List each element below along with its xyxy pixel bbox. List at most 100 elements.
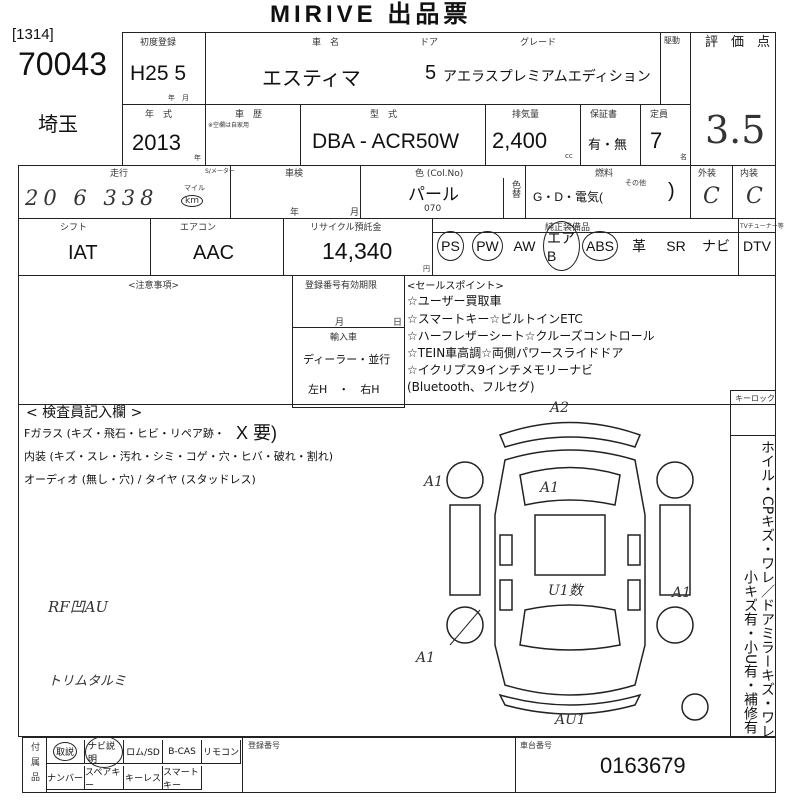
damage-mark: A1 [424, 474, 444, 490]
equipment-label: エアB [543, 221, 580, 271]
equipment-item: DTV [738, 226, 776, 266]
doors: 5 [425, 62, 437, 84]
tuner-label: TVチューナー等 [740, 223, 784, 230]
mileage: 20 6 338 [25, 186, 159, 210]
car-name-label: 車 名 [312, 38, 340, 48]
accessory-label: スマートキー [163, 767, 199, 791]
accessory-label: ナンバー [46, 774, 83, 784]
accessory-label: ロム/SD [126, 748, 160, 758]
lot-prefix: [1314] [12, 26, 54, 43]
history-label: 車 歴 [235, 110, 263, 120]
sales-point: ☆スマートキー☆ビルトインETC [407, 312, 583, 326]
color-label: 色 (Col.No) [415, 169, 464, 179]
ac: AAC [193, 242, 235, 264]
mile-label: マイル [184, 184, 205, 192]
equipment-label: PS [437, 231, 464, 261]
equipment-item: エアB [543, 221, 580, 271]
capacity-unit: 名 [680, 153, 687, 161]
recycle-fee: 14,340 [322, 238, 393, 264]
equipment-label: ABS [581, 231, 618, 261]
reg-expiry-day: 日 [393, 318, 403, 328]
yen-label: 円 [423, 265, 430, 273]
exterior-label: 外装 [698, 169, 717, 179]
handle-side: 左H ・ 右H [308, 383, 380, 396]
equipment-label: SR [666, 238, 686, 254]
recolor-label: 色替 [510, 180, 520, 198]
windshield-replace: X 要) [236, 423, 278, 443]
accessory-label: スペアキー [85, 767, 121, 791]
meter-label: S/メーター [205, 168, 235, 175]
inspection-label: 車検 [285, 169, 304, 179]
side-note-2: 小キズ有・小U有・補修有 [742, 570, 758, 735]
score: 3.5 [705, 108, 766, 152]
year-suffix: 年 [194, 154, 201, 162]
accessory-label: B-CAS [168, 746, 196, 757]
keylock-label: キーロック [735, 394, 775, 403]
mileage-label: 走行 [110, 169, 129, 179]
sales-point: ☆ハーフレザーシート☆クルーズコントロール [407, 329, 655, 343]
accessory-item: スマートキー [163, 766, 202, 791]
reg-no-label: 登録番号 [248, 741, 280, 750]
color-no: 070 [424, 204, 442, 214]
displacement: 2,400 [492, 128, 548, 153]
sales-label: <セールスポイント> [407, 281, 504, 292]
sheet-title: MIRIVE 出品票 [270, 1, 472, 28]
equipment-item: 革 [620, 226, 658, 266]
accessory-label: ナビ説明 [85, 735, 123, 768]
model-year-label: 年 式 [145, 110, 173, 120]
equipment-item: ナビ [694, 226, 738, 266]
inspection-month: 月 [350, 208, 360, 218]
shift: IAT [68, 242, 98, 264]
km-unit: km [181, 195, 203, 207]
accessory-item: ナビ説明 [85, 735, 124, 768]
equipment-item: PW [469, 226, 506, 266]
car-diagram [446, 421, 709, 721]
sales-point: ☆イクリプス9インチメモリーナビ [407, 363, 594, 377]
warranty: 有・無 [588, 137, 628, 152]
equipment-label: 革 [632, 238, 646, 254]
ac-label: エアコン [180, 223, 217, 233]
rear-bumper [499, 421, 641, 448]
recycle-label: リサイクル預託金 [310, 223, 382, 233]
inspector-section [18, 404, 776, 737]
warranty-label: 保証書 [590, 110, 618, 120]
fuel-other-label: その他 [625, 179, 646, 187]
windshield [519, 604, 621, 651]
grade: アエラスプレミアムエディション [443, 68, 651, 84]
handwritten-note: トリムタルミ [48, 674, 127, 689]
sales-point: ☆TEIN車高調☆両側パワースライドドア [407, 346, 624, 360]
accessory-label: リモコン [202, 748, 239, 758]
side-note-1: ホイル・CPキズ・ワレ／ドアミラーキズ・ワレ [759, 440, 775, 739]
equipment-label: DTV [743, 238, 771, 254]
fuel: G・D・電気( [533, 190, 603, 204]
accessories-label: 付属品 [29, 742, 39, 787]
accessory-item: ロム/SD [124, 740, 163, 764]
model-label: 型 式 [370, 110, 398, 120]
accessory-item: ナンバー [46, 766, 85, 790]
keylock-box [730, 390, 776, 436]
year-month-label: 年 月 [168, 94, 189, 102]
rear-window [519, 466, 621, 506]
car-name: エスティマ [262, 68, 361, 90]
notes-label: <注意事項> [128, 281, 180, 291]
door-label: ドア [420, 38, 439, 48]
first-reg-label: 初度登録 [140, 38, 177, 48]
score-label: 評 価 点 [705, 35, 771, 50]
import-label: 輸入車 [330, 333, 358, 343]
capacity-label: 定員 [650, 110, 669, 120]
equipment-label: AW [513, 238, 536, 254]
sales-point: (Bluetooth、フルセグ) [407, 380, 535, 394]
chassis-label: 車台番号 [520, 741, 552, 750]
reg-expiry-label: 登録番号有効期限 [305, 281, 378, 291]
exterior-grade: C [703, 184, 720, 209]
damage-mark: A2 [550, 400, 570, 416]
interior-grade: C [746, 184, 763, 209]
import-dealer: ディーラー・並行 [303, 353, 391, 366]
fuel-close: ) [668, 180, 675, 202]
handwritten-note: RF凹AU [48, 598, 109, 616]
equipment-item: ABS [580, 226, 620, 266]
accessory-label: 取説 [52, 742, 77, 761]
damage-mark: AU1 [555, 712, 586, 728]
inspection-year: 年 [290, 208, 300, 218]
reg-expiry-month: 月 [335, 318, 345, 328]
